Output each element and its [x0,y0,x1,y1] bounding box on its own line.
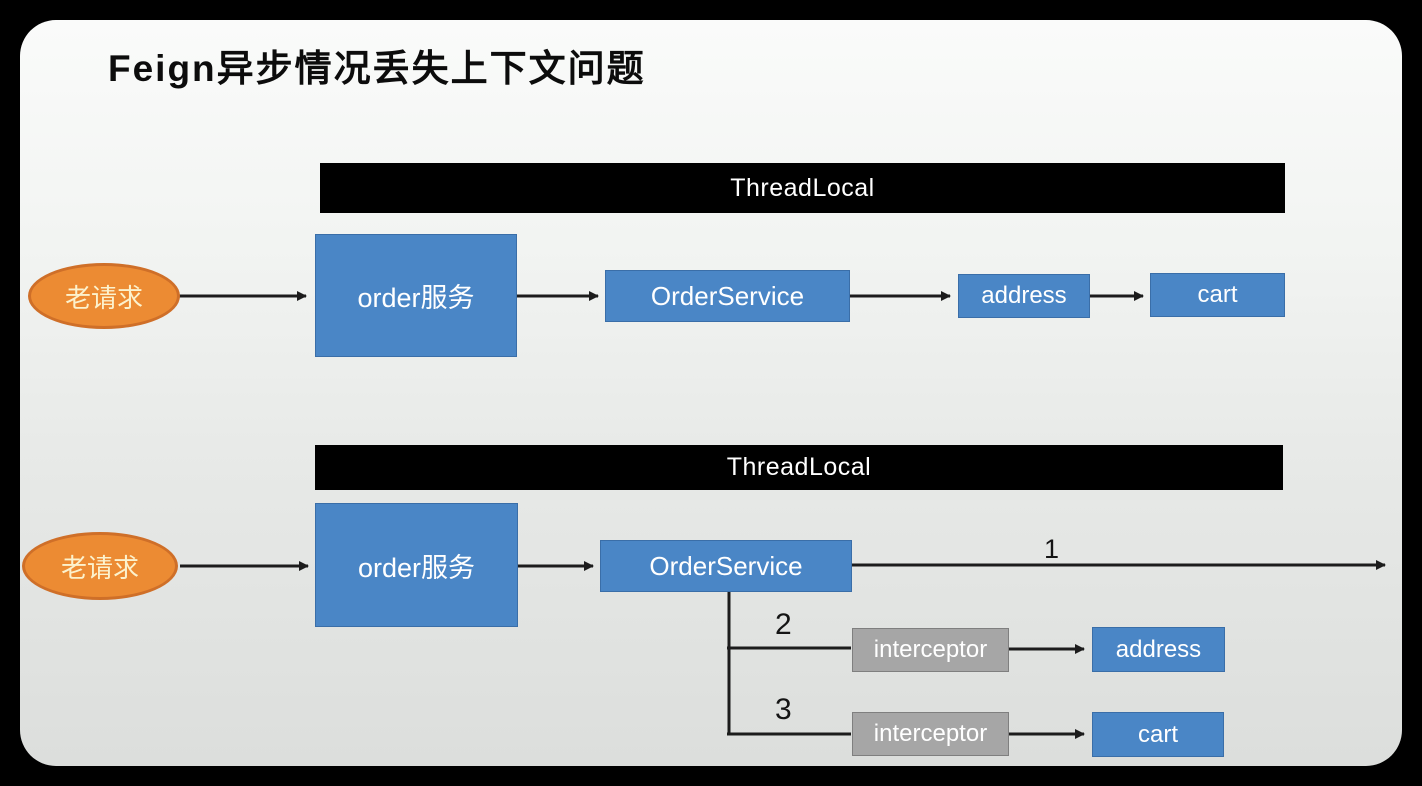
top-old-request-node: 老请求 [28,263,180,329]
top-order-app-node: order服务 [315,234,517,357]
bottom-cart-node: cart [1092,712,1224,757]
branch-label-3: 3 [775,693,792,726]
interceptor-b-node: interceptor [852,712,1009,756]
bottom-threadlocal-bar: ThreadLocal [315,445,1283,490]
top-orderservice-node: OrderService [605,270,850,322]
interceptor-a-node: interceptor [852,628,1009,672]
slide-title: Feign异步情况丢失上下文问题 [108,48,646,89]
top-threadlocal-bar: ThreadLocal [320,163,1285,213]
bottom-address-node: address [1092,627,1225,672]
top-address-node: address [958,274,1090,318]
bottom-order-app-node: order服务 [315,503,518,627]
bottom-old-request-node: 老请求 [22,532,178,600]
branch-label-1: 1 [1044,534,1060,564]
top-cart-node: cart [1150,273,1285,317]
branch-label-2: 2 [775,608,792,641]
bottom-orderservice-node: OrderService [600,540,852,592]
